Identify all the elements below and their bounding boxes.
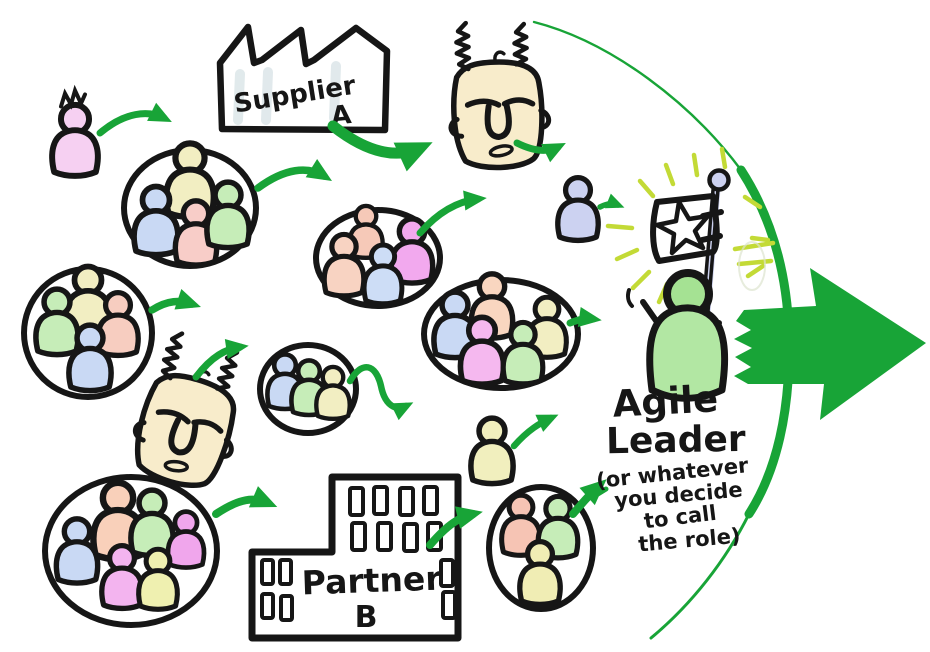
team-circle — [421, 271, 581, 391]
flow-arrow — [254, 158, 333, 192]
connector-arrows — [96, 102, 625, 549]
office-building-shape — [248, 473, 462, 642]
person-body — [361, 263, 405, 307]
brow-left — [155, 409, 191, 425]
flow-arrow — [192, 338, 249, 381]
mouth — [163, 459, 189, 473]
team-circle — [313, 203, 443, 309]
frizzy-hair-right — [215, 350, 240, 391]
person-body — [321, 253, 367, 299]
team-circle — [121, 140, 259, 269]
person-body — [49, 127, 101, 179]
person-body — [468, 438, 516, 487]
flow-arrow — [426, 506, 483, 549]
star-icon — [654, 199, 711, 256]
nose — [168, 416, 199, 456]
frizzy-hair-right — [512, 21, 529, 67]
leader-labels: Agile Leader (or whatever you decide to … — [595, 377, 750, 556]
person-body — [131, 208, 181, 258]
partner-letter: B — [355, 600, 378, 635]
ear-left — [448, 116, 465, 139]
flow-arrow — [513, 139, 566, 163]
flow-arrow — [327, 120, 433, 172]
mouth — [488, 144, 514, 158]
sketch-tick — [626, 288, 634, 308]
building-windows — [260, 485, 457, 622]
pencil-scribble — [738, 241, 766, 291]
person-body — [555, 197, 601, 244]
person-figure — [468, 415, 516, 487]
flow-arrow — [597, 193, 625, 210]
frizzy-hair-left — [454, 20, 472, 72]
hair-curl — [493, 50, 506, 63]
leader-title-line1: Agile — [611, 377, 719, 425]
factory-building-shape — [216, 23, 391, 134]
ear-left — [132, 420, 147, 443]
grumpy-face — [448, 20, 552, 171]
person-body — [457, 338, 507, 387]
people-figures-layer — [21, 20, 601, 628]
team-circle — [42, 474, 220, 628]
nose — [484, 102, 512, 140]
brow-right — [191, 419, 224, 434]
person-body — [517, 561, 563, 608]
funnel-curve-top — [532, 20, 743, 172]
brow-left — [464, 98, 502, 108]
person-figure — [555, 175, 601, 244]
flow-arrow — [510, 414, 559, 450]
flow-arrow — [96, 102, 172, 137]
person-body — [99, 565, 145, 612]
team-circle — [257, 342, 359, 436]
person-body — [204, 202, 252, 251]
ear-right — [538, 108, 552, 130]
team-circle — [486, 484, 596, 612]
spiky-hair — [59, 84, 87, 110]
person-body — [136, 568, 180, 612]
frizzy-hair-left — [160, 331, 185, 381]
supplier-factory: Supplier A — [216, 23, 391, 134]
team-circle — [21, 263, 155, 400]
flow-arrow-sketch-stroke — [590, 486, 609, 500]
person-figure — [49, 84, 101, 179]
grumpy-face — [132, 331, 240, 488]
flow-arrow — [212, 486, 278, 518]
funnel-curve-bottom — [649, 512, 751, 640]
partner-building: Partner B — [248, 473, 462, 642]
flow-arrow — [569, 479, 607, 518]
partner-label: Partner — [301, 559, 443, 603]
factory-shading — [233, 61, 341, 125]
ear-right — [219, 437, 234, 459]
flow-arrow — [566, 307, 602, 328]
agile-leader-figure — [626, 269, 729, 402]
flag-rays — [605, 146, 776, 305]
leader-title-line2: Leader — [606, 419, 747, 462]
face-outline — [451, 59, 545, 171]
flow-arrow — [148, 289, 201, 314]
person-body — [33, 309, 81, 358]
person-body — [165, 529, 207, 570]
brow-right — [501, 97, 536, 107]
pole-knob — [707, 168, 731, 192]
person-body — [500, 341, 546, 387]
leader-body — [646, 304, 729, 402]
person-body — [95, 312, 141, 359]
person-body — [53, 539, 101, 586]
star-flag — [650, 168, 731, 338]
flow-arrow — [346, 364, 414, 421]
flow-arrow — [416, 190, 487, 237]
person-body — [66, 345, 114, 394]
flag-cloth — [650, 193, 720, 264]
big-arrow — [734, 268, 926, 420]
person-body — [314, 383, 352, 422]
